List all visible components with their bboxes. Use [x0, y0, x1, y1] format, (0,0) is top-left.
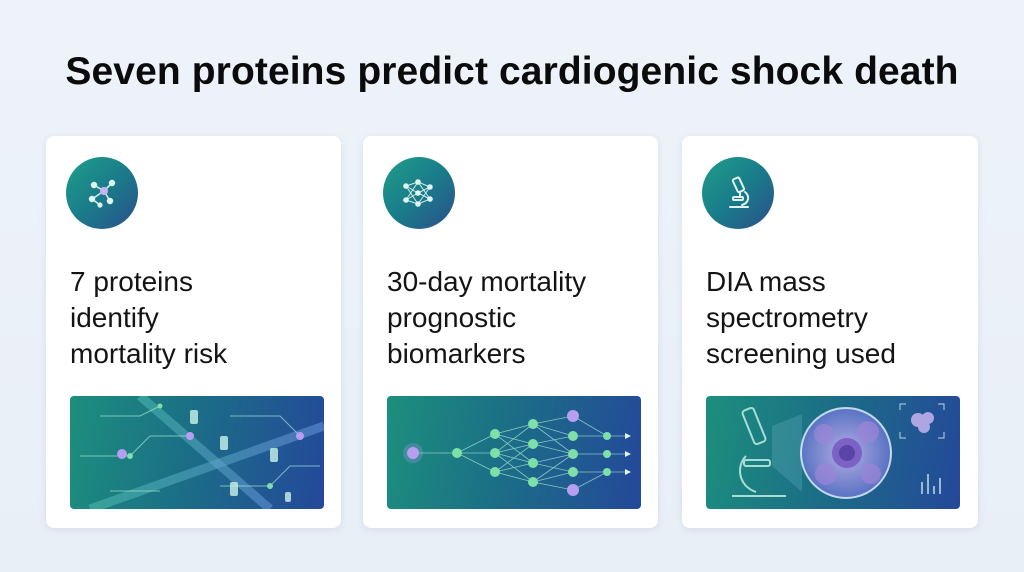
card-mortality: 30-day mortality prognostic biomarkers [363, 136, 658, 528]
microscope-icon [702, 157, 774, 229]
neural-network-icon [383, 157, 455, 229]
card-spectrometry: DIA mass spectrometry screening used [682, 136, 978, 528]
card-text: 30-day mortality prognostic biomarkers [387, 266, 587, 369]
protein-network-icon [66, 157, 138, 229]
neural-network-illustration [387, 396, 641, 509]
card-text: DIA mass spectrometry screening used [706, 266, 896, 369]
microscope-cell-illustration [706, 396, 960, 509]
card-proteins: 7 proteins identify mortality risk [46, 136, 341, 528]
card-row: 7 proteins identify mortality risk [46, 136, 978, 528]
card-text: 7 proteins identify mortality risk [70, 266, 228, 369]
page-title: Seven proteins predict cardiogenic shock… [65, 50, 959, 93]
circuit-board-illustration [70, 396, 324, 509]
